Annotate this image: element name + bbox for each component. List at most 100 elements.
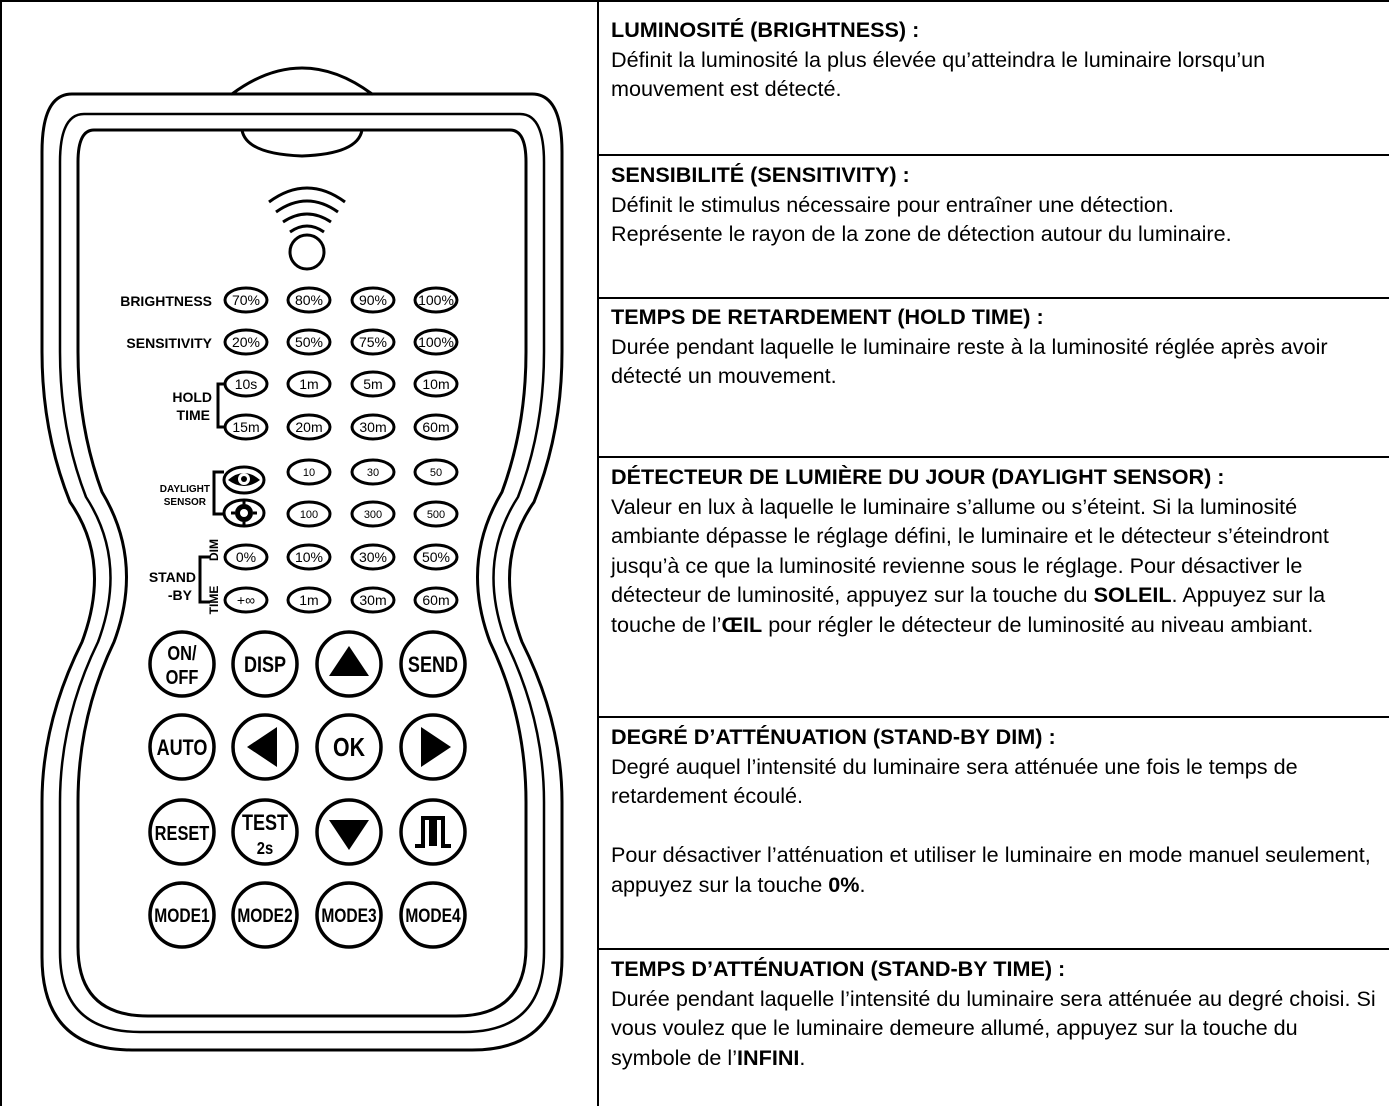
standby-dim-option-button[interactable]: 0% <box>223 543 269 571</box>
sensitivity-option-button[interactable]: 75% <box>350 328 396 356</box>
right-button[interactable] <box>399 713 467 781</box>
hold-time-option-button[interactable]: 5m <box>350 370 396 398</box>
up-button[interactable] <box>315 630 383 698</box>
disp-button[interactable]: DISP <box>231 630 299 698</box>
mode-1-button[interactable]: MODE1 <box>148 881 216 949</box>
daylight-option-button-shape <box>286 458 332 486</box>
brightness-option-button[interactable]: 70% <box>223 286 269 314</box>
daylight-option-button-shape <box>350 500 396 528</box>
standby-dim-option-button[interactable]: 30% <box>350 543 396 571</box>
daylight-option-button[interactable]: 30 <box>350 458 396 486</box>
on-off-label-1: ON/ <box>167 641 196 664</box>
standby-dim-option-button[interactable]: 10% <box>286 543 332 571</box>
send-button-shape <box>399 630 467 698</box>
sensitivity-option-button-shape <box>286 328 332 356</box>
hold-time-option-button[interactable]: 10m <box>413 370 459 398</box>
test-label-2: 2s <box>257 839 273 859</box>
on-off-label-2: OFF <box>166 665 199 688</box>
daylight-option-button[interactable]: 100 <box>286 500 332 528</box>
remote-control-drawing: BRIGHTNESS SENSITIVITY HOLD TIME DAYLIGH… <box>40 66 564 1052</box>
hold-time-bracket <box>216 382 228 429</box>
brightness-option-button-label: 80% <box>295 292 323 308</box>
bold-run: INFINI <box>737 1044 800 1070</box>
hold-time-option-button[interactable]: 1m <box>286 370 332 398</box>
sensitivity-option-button-shape <box>350 328 396 356</box>
standby-time-option-button[interactable]: +∞ <box>223 586 269 614</box>
down-button[interactable] <box>315 798 383 866</box>
mode-4-button[interactable]: MODE4 <box>399 881 467 949</box>
standby-dim-option-button[interactable]: 50% <box>413 543 459 571</box>
auto-label: AUTO <box>157 736 208 760</box>
standby-time-option-button-shape <box>223 586 269 614</box>
standby-time-option-button[interactable]: 30m <box>350 586 396 614</box>
standby-dim-option-button-label: 30% <box>359 549 387 565</box>
section-standby-dim: DEGRÉ D’ATTÉNUATION (STAND-BY DIM) : Deg… <box>611 722 1381 899</box>
signal-icon <box>268 186 346 271</box>
auto-button[interactable]: AUTO <box>148 713 216 781</box>
hold-time-option-button-label: 5m <box>363 376 382 392</box>
on-off-button[interactable]: ON/OFF <box>148 630 216 698</box>
text-run: . <box>799 1044 806 1070</box>
pulse-button[interactable] <box>399 798 467 866</box>
brightness-option-button[interactable]: 100% <box>413 286 459 314</box>
hold-time-option-button-label: 20m <box>295 419 322 435</box>
sensitivity-option-button[interactable]: 100% <box>413 328 459 356</box>
text-run: Pour désactiver l’atténuation et utilise… <box>611 842 1371 897</box>
daylight-option-button-label: 500 <box>427 509 445 521</box>
daylight-option-button-label: 10 <box>303 467 315 479</box>
daylight-option-button-shape <box>286 500 332 528</box>
hold-time-option-button-label: 10s <box>235 376 258 392</box>
left-button[interactable] <box>231 713 299 781</box>
brightness-option-button-shape <box>413 286 459 314</box>
table-border-top <box>0 0 1389 2</box>
daylight-option-button[interactable]: 500 <box>413 500 459 528</box>
hold-time-label-2: TIME <box>177 407 210 423</box>
mode-2-button[interactable]: MODE2 <box>231 881 299 949</box>
standby-time-option-button-label: +∞ <box>237 592 255 608</box>
mode-3-button[interactable]: MODE3 <box>315 881 383 949</box>
section-text: Valeur en lux à laquelle le luminaire s’… <box>611 492 1381 640</box>
hold-time-option-button-shape <box>350 370 396 398</box>
disp-button-shape <box>231 630 299 698</box>
standby-time-option-button[interactable]: 1m <box>286 586 332 614</box>
hold-time-option-button[interactable]: 30m <box>350 413 396 441</box>
hold-time-option-button[interactable]: 10s <box>223 370 269 398</box>
section-daylight: DÉTECTEUR DE LUMIÈRE DU JOUR (DAYLIGHT S… <box>611 462 1381 639</box>
daylight-option-button[interactable]: 300 <box>350 500 396 528</box>
hold-time-option-button[interactable]: 15m <box>223 413 269 441</box>
daylight-option-button-shape <box>350 458 396 486</box>
send-button[interactable]: SEND <box>399 630 467 698</box>
hold-time-option-button-shape <box>223 370 269 398</box>
mode-1-button-label: MODE1 <box>154 905 210 927</box>
brightness-option-button-label: 100% <box>418 292 454 308</box>
ok-button[interactable]: OK <box>315 713 383 781</box>
daylight-option-button[interactable]: 10 <box>286 458 332 486</box>
standby-label-1: STAND <box>149 569 196 585</box>
sensitivity-option-button[interactable]: 50% <box>286 328 332 356</box>
hold-time-option-button[interactable]: 60m <box>413 413 459 441</box>
bold-run: 0% <box>828 871 860 897</box>
remote-top-notch <box>230 66 374 96</box>
hold-time-option-button[interactable]: 20m <box>286 413 332 441</box>
left-arrow-icon <box>247 727 277 767</box>
brightness-option-button[interactable]: 80% <box>286 286 332 314</box>
standby-time-option-button-shape <box>350 586 396 614</box>
daylight-label-2: SENSOR <box>164 497 207 508</box>
section-text: Durée pendant laquelle l’intensité du lu… <box>611 984 1381 1073</box>
daylight-option-button[interactable]: 50 <box>413 458 459 486</box>
sun-icon[interactable] <box>222 498 266 528</box>
text-run: pour régler le détecteur de luminosité a… <box>762 611 1314 637</box>
sensitivity-option-button[interactable]: 20% <box>223 328 269 356</box>
reset-button[interactable]: RESET <box>148 798 216 866</box>
section-sensitivity: SENSIBILITÉ (SENSITIVITY) : Définit le s… <box>611 160 1381 249</box>
sensitivity-option-button-shape <box>223 328 269 356</box>
section-text: Définit la luminosité la plus élevée qu’… <box>611 46 1266 102</box>
standby-dim-label: DIM <box>207 539 221 561</box>
sensitivity-option-button-label: 75% <box>359 334 387 350</box>
row-divider <box>597 297 1389 299</box>
eye-icon[interactable] <box>222 465 266 495</box>
standby-time-option-button[interactable]: 60m <box>413 586 459 614</box>
brightness-option-button[interactable]: 90% <box>350 286 396 314</box>
